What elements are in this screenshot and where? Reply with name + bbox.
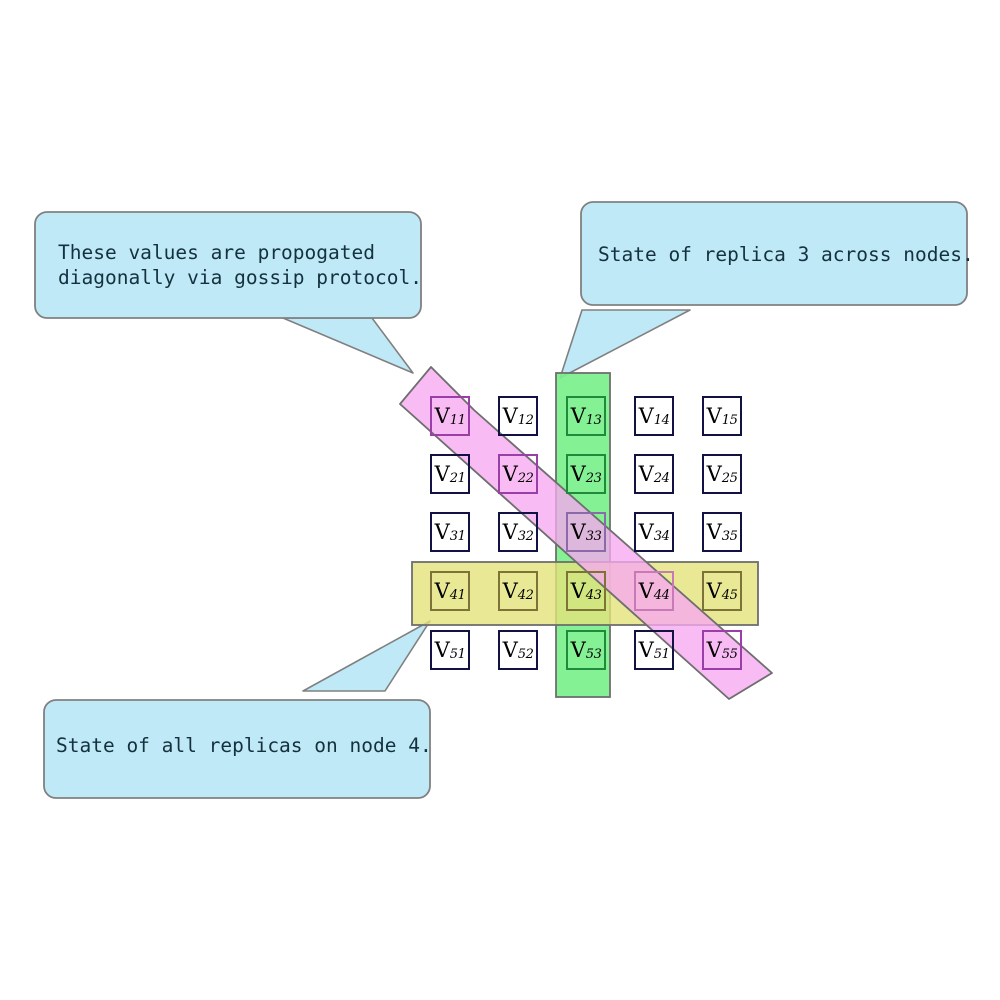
callout-tail-replica-3 xyxy=(559,309,691,379)
band-gossip-diagonal[interactable] xyxy=(399,366,773,700)
callout-tail-node-4 xyxy=(302,620,431,692)
callout-bubble-replica-3[interactable] xyxy=(580,201,968,306)
callout-bubble-node-4[interactable] xyxy=(43,699,431,799)
callout-bubble-gossip[interactable] xyxy=(34,211,422,319)
callout-tail-gossip xyxy=(282,317,414,374)
